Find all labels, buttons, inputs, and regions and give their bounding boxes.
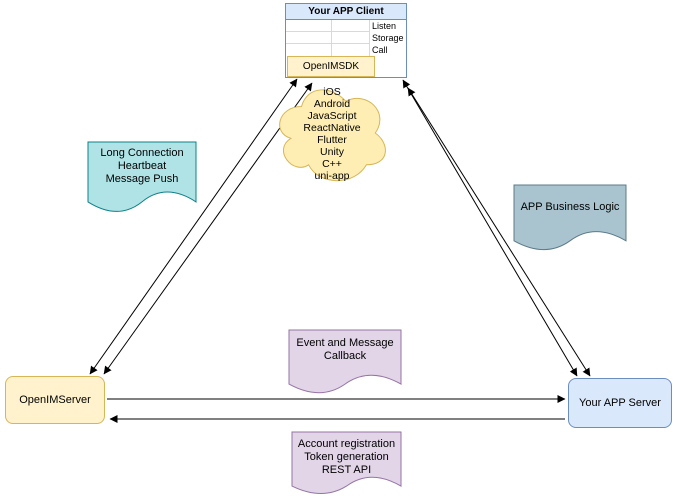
your-app-server-box: Your APP Server bbox=[568, 378, 672, 428]
your-app-client-box: Your APP Client Listen Storage Call Open… bbox=[285, 3, 407, 78]
client-grid-vline-1 bbox=[331, 20, 332, 56]
client-grid-hline-1 bbox=[286, 31, 370, 32]
client-grid-hline-2 bbox=[286, 43, 370, 44]
note-long-connection-text: Long Connection Heartbeat Message Push bbox=[100, 147, 184, 185]
arrow-client-appserver-2 bbox=[407, 87, 591, 377]
note-event-callback-text: Event and Message Callback bbox=[296, 337, 394, 362]
arrow-sdk-openimserver-1 bbox=[89, 78, 298, 375]
note-rest-api-shape bbox=[291, 431, 402, 495]
client-row-storage: Storage bbox=[372, 33, 404, 43]
note-rest-api-text: Account registration Token generation RE… bbox=[297, 438, 396, 476]
openimsdk-box: OpenIMSDK bbox=[287, 56, 375, 77]
client-row-call: Call bbox=[372, 45, 388, 55]
note-app-business-logic-shape bbox=[513, 184, 627, 251]
platforms-cloud-shape bbox=[279, 89, 386, 182]
client-row-listen: Listen bbox=[372, 21, 397, 31]
note-long-connection-shape bbox=[87, 141, 197, 212]
note-event-callback-shape bbox=[288, 329, 402, 394]
client-grid-vline-2 bbox=[369, 20, 370, 56]
cloud-platform-list: iOS Android JavaScript ReactNative Flutt… bbox=[303, 86, 361, 182]
note-app-business-logic-text: APP Business Logic bbox=[520, 201, 620, 213]
client-body: Listen Storage Call OpenIMSDK bbox=[286, 20, 406, 78]
arrow-sdk-openimserver-2 bbox=[103, 82, 313, 375]
openimserver-box: OpenIMServer bbox=[5, 376, 105, 424]
client-title: Your APP Client bbox=[286, 4, 406, 20]
